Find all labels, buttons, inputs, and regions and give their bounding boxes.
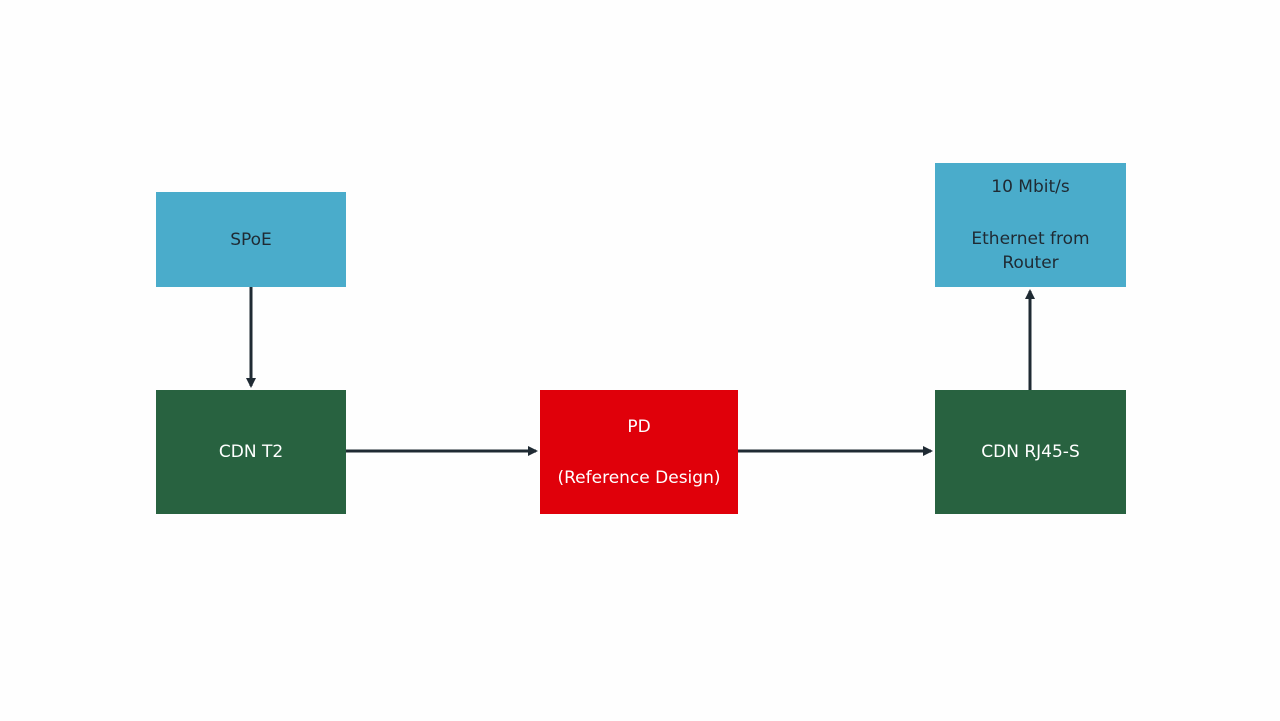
ethernet-source-label-2: Router [1002, 253, 1059, 273]
cdn-rj45-s-label: CDN RJ45-S [981, 442, 1080, 462]
spoe-node: SPoE [156, 192, 346, 287]
ethernet-router-node: 10 Mbit/s Ethernet from Router [935, 163, 1126, 287]
cdn-t2-node: CDN T2 [156, 390, 346, 514]
pd-title: PD [627, 416, 651, 437]
ethernet-speed-label: 10 Mbit/s [991, 177, 1070, 197]
cdn-t2-label: CDN T2 [218, 442, 284, 462]
ethernet-source-label-1: Ethernet from [971, 229, 1090, 249]
cdn-rj45-s-node: CDN RJ45-S [935, 390, 1126, 514]
pd-subtitle: (Reference Design) [557, 467, 721, 488]
pd-reference-design-node: PD (Reference Design) [540, 390, 738, 514]
spoe-label: SPoE [230, 229, 272, 250]
